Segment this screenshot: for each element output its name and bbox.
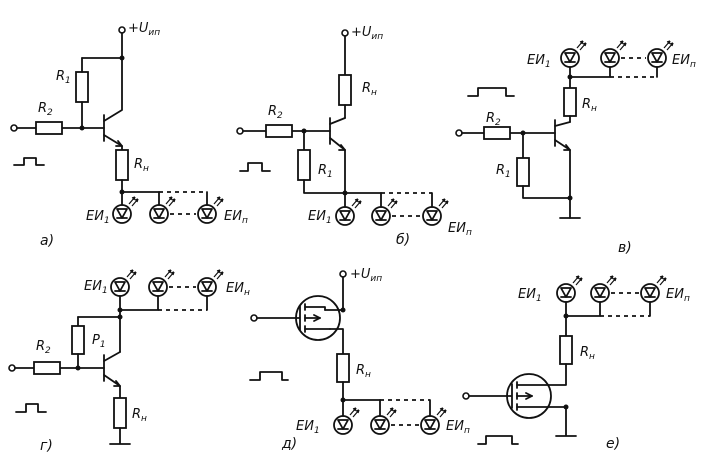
svg-text:R1: R1 (318, 163, 333, 180)
svg-text:ЕИп: ЕИп (448, 221, 472, 238)
pulse-c (467, 87, 515, 97)
svg-text:ЕИ1: ЕИ1 (518, 287, 542, 304)
pulse-a (13, 157, 45, 166)
svg-text:ЕИ1: ЕИ1 (296, 419, 320, 436)
power-label-e: +Uип (350, 267, 382, 284)
resistor-r1-a (75, 71, 89, 103)
svg-text:R1: R1 (56, 69, 71, 86)
svg-text:ЕИ1: ЕИ1 (308, 209, 332, 226)
resistor-rn-c (563, 87, 577, 117)
svg-text:ЕИп: ЕИп (666, 287, 690, 304)
led-ein-b (422, 198, 449, 226)
caption-f: е) (606, 436, 620, 452)
panel-b: +Uип Rн R2 R1 ЕИ1 ЕИп б) (236, 25, 472, 248)
led-ein-d (197, 269, 224, 297)
led-ei1-e (333, 407, 360, 435)
svg-text:R1: R1 (496, 163, 511, 180)
caption-d: г) (40, 438, 53, 454)
resistor-rn-b (338, 74, 352, 106)
panel-d: ЕИ1 ЕИн P1 R2 Rн г) (8, 269, 250, 454)
caption-b: б) (396, 232, 410, 248)
power-label-b: +Uип (351, 25, 383, 42)
resistor-r2-d (33, 361, 61, 375)
panel-a: +Uип R1 R2 Rн ЕИ1 ЕИп а) (10, 21, 248, 249)
led-ei2-d (148, 269, 175, 297)
svg-text:Rн: Rн (356, 363, 371, 380)
svg-text:ЕИп: ЕИп (446, 419, 470, 436)
panel-c: ЕИ1 ЕИп Rн R2 R1 в) (455, 40, 696, 256)
resistor-r2-a (35, 121, 63, 135)
svg-text:Rн: Rн (132, 407, 147, 424)
svg-text:Rн: Rн (582, 97, 597, 114)
led-ei1-f (556, 275, 583, 303)
resistor-r1-b (297, 149, 311, 181)
led-ei2-a (149, 196, 176, 224)
led-ein-c (647, 40, 674, 68)
svg-text:R2: R2 (38, 101, 53, 118)
led-ei1-d (110, 269, 137, 297)
svg-text:ЕИп: ЕИп (224, 209, 248, 226)
svg-text:Rн: Rн (134, 157, 149, 174)
ground-d (109, 427, 131, 445)
led-ein-a (197, 196, 224, 224)
caption-a: а) (40, 233, 54, 249)
svg-text:ЕИн: ЕИн (226, 281, 250, 298)
led-ei2-e (370, 407, 397, 435)
led-ei1-c (560, 40, 587, 68)
svg-text:R2: R2 (268, 104, 283, 121)
pulse-d (15, 403, 47, 413)
resistor-rn-a (115, 149, 129, 181)
led-ei1-a (112, 196, 139, 224)
ground-f (555, 406, 577, 437)
resistor-r2-b (265, 124, 293, 138)
caption-c: в) (618, 240, 632, 256)
resistor-p1-d (71, 325, 85, 355)
svg-text:ЕИ1: ЕИ1 (86, 209, 110, 226)
svg-text:P1: P1 (92, 333, 106, 350)
resistor-rn-f (559, 335, 573, 365)
svg-text:Rн: Rн (362, 81, 377, 98)
resistor-r2-c (483, 126, 511, 140)
svg-text:R2: R2 (36, 339, 51, 356)
led-ei2-c (600, 40, 627, 68)
resistor-r1-c (516, 157, 530, 187)
power-label-a: +Uип (128, 21, 160, 38)
panel-e: +Uип Rн ЕИ1 ЕИп д) (249, 267, 470, 452)
pulse-f (477, 435, 519, 445)
svg-text:ЕИп: ЕИп (672, 53, 696, 70)
led-ein-f (640, 275, 667, 303)
led-ei1-b (335, 198, 362, 226)
svg-text:Rн: Rн (580, 345, 595, 362)
led-ei2-f (590, 275, 617, 303)
panel-f: ЕИ1 ЕИп Rн е) (462, 275, 690, 452)
svg-text:ЕИ1: ЕИ1 (527, 53, 551, 70)
svg-text:ЕИ1: ЕИ1 (84, 279, 108, 296)
svg-text:R2: R2 (486, 111, 501, 128)
resistor-rn-e (336, 353, 350, 383)
led-ein-e (420, 407, 447, 435)
caption-e: д) (281, 436, 297, 452)
pulse-e (249, 371, 289, 381)
pulse-b (239, 162, 271, 172)
led-ei2-b (371, 198, 398, 226)
resistor-rn-d (113, 397, 127, 429)
